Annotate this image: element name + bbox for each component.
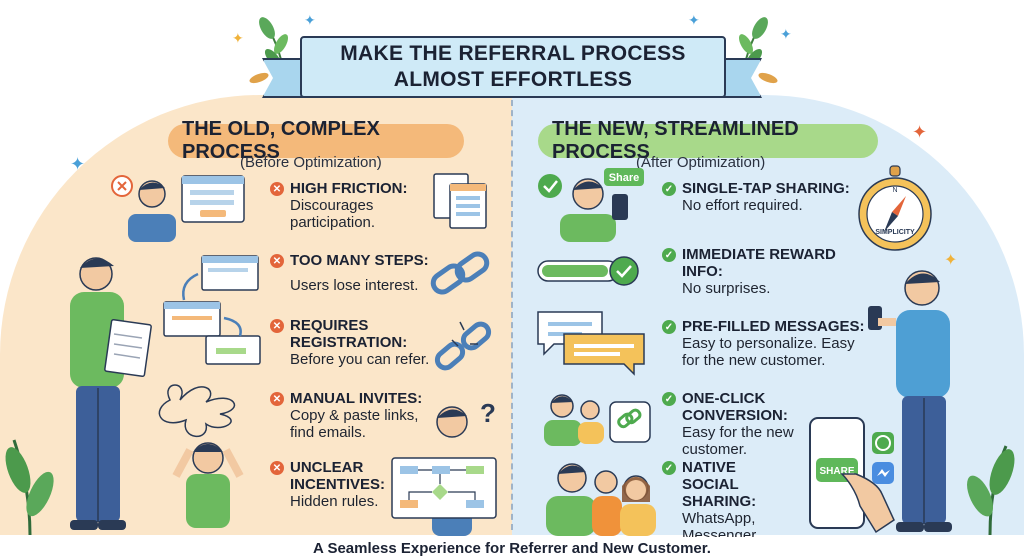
phone-share-illustration: SHARE xyxy=(809,417,895,534)
new-item-title: NATIVE SOCIAL SHARING: xyxy=(682,459,757,510)
sparkle-icon: ✦ xyxy=(944,252,958,269)
check-icon: ✓ xyxy=(662,248,676,262)
compass-icon: N SIMPLICITY xyxy=(858,165,932,251)
new-item-desc: No surprises. xyxy=(682,280,771,297)
title-line-2: ALMOST EFFORTLESS xyxy=(393,68,633,91)
old-process-subheading: (Before Optimization) xyxy=(240,154,382,171)
share-bubble-label: Share xyxy=(609,172,640,184)
old-item-desc: Before you can refer. xyxy=(290,351,430,368)
new-item-immediate-reward-info: ✓ IMMEDIATE REWARD INFO: No surprises. xyxy=(662,246,852,297)
plant-decoration xyxy=(5,439,54,535)
old-item-title: TOO MANY STEPS: xyxy=(290,252,429,269)
message-bubbles-icon xyxy=(537,311,645,376)
old-process-heading: THE OLD, COMPLEX PROCESS xyxy=(168,118,464,163)
new-item-title: SINGLE-TAP SHARING: xyxy=(682,180,850,197)
new-item-single-tap-sharing: ✓ SINGLE-TAP SHARING: No effort required… xyxy=(662,180,862,214)
new-item-one-click-conversion: ✓ ONE-CLICK CONVERSION: Easy for the new… xyxy=(662,390,872,458)
old-item-desc: Hidden rules. xyxy=(290,493,379,510)
old-item-title: REQUIRES REGISTRATION: xyxy=(290,317,408,351)
center-divider xyxy=(511,100,513,530)
cross-icon: ✕ xyxy=(270,392,284,406)
cross-icon: ✕ xyxy=(270,254,284,268)
title-banner: MAKE THE REFERRAL PROCESS ALMOST EFFORTL… xyxy=(300,36,726,98)
broken-chain-icon xyxy=(430,251,490,295)
new-item-desc: Easy for the new customer. xyxy=(682,424,794,458)
check-icon: ✓ xyxy=(662,392,676,406)
sparkle-icon: ✦ xyxy=(304,12,316,28)
happy-group-illustration xyxy=(546,463,656,536)
new-item-title: ONE-CLICK CONVERSION: xyxy=(682,390,788,424)
old-item-manual-invites: ✕ MANUAL INVITES: Copy & paste links, fi… xyxy=(270,390,450,441)
old-item-high-friction: ✕ HIGH FRICTION: Discourages participati… xyxy=(270,180,460,231)
check-icon: ✓ xyxy=(662,461,676,475)
stacked-forms-icon xyxy=(433,173,487,229)
phone-share-button: SHARE xyxy=(819,466,854,477)
old-item-title: HIGH FRICTION: xyxy=(290,180,408,197)
sparkle-icon: ✦ xyxy=(780,26,792,42)
compass-label: SIMPLICITY xyxy=(875,229,915,236)
old-item-desc: Discourages participation. xyxy=(290,197,376,231)
footer-caption: A Seamless Experience for Referrer and N… xyxy=(0,537,1024,559)
old-item-too-many-steps: ✕ TOO MANY STEPS: Users lose interest. xyxy=(270,252,440,294)
sparkle-icon: ✦ xyxy=(912,122,928,142)
old-item-desc: Users lose interest. xyxy=(290,277,419,294)
process-steps-diagram xyxy=(163,255,261,365)
new-item-title: PRE-FILLED MESSAGES: xyxy=(682,318,865,335)
new-item-desc: No effort required. xyxy=(682,197,803,214)
svg-text:N: N xyxy=(892,187,897,194)
old-item-unclear-incentives: ✕ UNCLEAR INCENTIVES: Hidden rules. xyxy=(270,459,400,510)
cross-icon: ✕ xyxy=(270,319,284,333)
question-mark-icon: ? xyxy=(480,400,496,428)
old-item-title: MANUAL INVITES: xyxy=(290,390,423,407)
cross-icon: ✕ xyxy=(270,461,284,475)
sparkle-icon: ✦ xyxy=(232,30,244,46)
sparkle-icon: ✦ xyxy=(70,154,86,174)
friends-connect-illustration xyxy=(544,394,651,446)
new-item-pre-filled-messages: ✓ PRE-FILLED MESSAGES: Easy to personali… xyxy=(662,318,877,369)
check-icon: ✓ xyxy=(662,182,676,196)
plant-decoration xyxy=(967,445,1015,535)
old-item-desc: Copy & paste links, find emails. xyxy=(290,407,419,441)
old-item-title: UNCLEAR INCENTIVES: xyxy=(290,459,386,493)
new-item-desc: Easy to personalize. Easy for the new cu… xyxy=(682,335,855,369)
smiling-man-with-phone xyxy=(868,270,952,532)
frustrated-user-illustration xyxy=(111,175,245,242)
reward-progress-bar xyxy=(537,256,639,286)
sparkle-icon: ✦ xyxy=(688,12,700,28)
new-item-title: IMMEDIATE REWARD INFO: xyxy=(682,246,836,280)
broken-chain-icon xyxy=(434,321,492,371)
new-process-heading: THE NEW, STREAMLINED PROCESS xyxy=(538,118,878,163)
confused-man-with-document xyxy=(70,257,152,530)
stressed-woman-illustration xyxy=(158,384,244,528)
title-line-1: MAKE THE REFERRAL PROCESS xyxy=(340,42,686,65)
new-process-subheading: (After Optimization) xyxy=(636,154,766,171)
cross-icon: ✕ xyxy=(270,182,284,196)
check-icon: ✓ xyxy=(662,320,676,334)
old-item-requires-registration: ✕ REQUIRES REGISTRATION: Before you can … xyxy=(270,317,450,368)
happy-user-sharing-illustration: Share xyxy=(538,168,644,242)
man-holding-flowchart: ? xyxy=(391,400,497,536)
